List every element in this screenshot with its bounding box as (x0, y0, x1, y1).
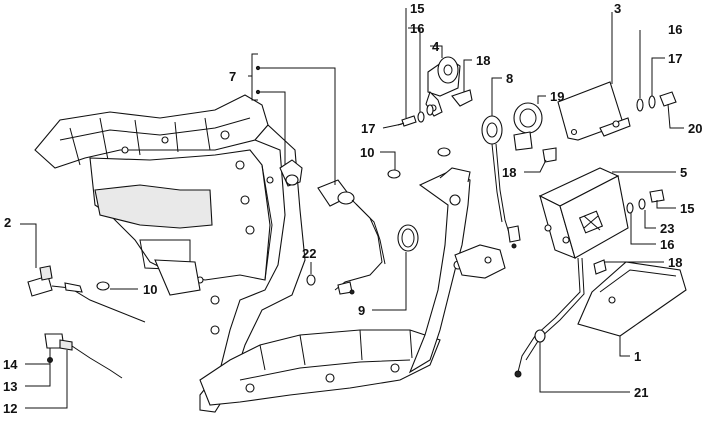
callout-2: 2 (4, 215, 11, 230)
callout-23: 23 (660, 221, 674, 236)
washer (636, 98, 644, 112)
screw-and-washers (397, 104, 434, 127)
sensor-with-cable (27, 265, 146, 323)
callout-20: 20 (688, 121, 702, 136)
callout-4: 4 (432, 39, 440, 54)
ring-clip (437, 147, 451, 157)
bracket-plate (557, 81, 631, 141)
ring-clip (387, 169, 401, 179)
callout-18: 18 (502, 165, 516, 180)
callout-21: 21 (634, 385, 648, 400)
electronic-control-box (514, 167, 629, 378)
lens-ring (513, 102, 543, 151)
small-clip (593, 259, 607, 275)
screw (659, 91, 677, 107)
leader-lines (20, 8, 684, 409)
callout-10: 10 (360, 145, 374, 160)
callout-22: 22 (302, 246, 316, 261)
washer (534, 329, 546, 343)
callout-16: 16 (410, 21, 424, 36)
small-switch (44, 333, 123, 379)
callout-18: 18 (668, 255, 682, 270)
screw (649, 189, 665, 203)
callout-labels: 2 10 14 13 12 7 22 9 10 17 15 16 4 18 8 … (3, 1, 702, 416)
callout-9: 9 (358, 303, 365, 318)
grommet (397, 224, 419, 252)
callout-10: 10 (143, 282, 157, 297)
small-clip (306, 274, 316, 286)
callout-16: 16 (668, 22, 682, 37)
callout-15: 15 (410, 1, 424, 16)
lamp-sockets (279, 159, 386, 295)
callout-13: 13 (3, 379, 17, 394)
scooter-frame (34, 94, 506, 413)
callout-12: 12 (3, 401, 17, 416)
washer (638, 198, 646, 210)
callout-5: 5 (680, 165, 687, 180)
callout-3: 3 (614, 1, 621, 16)
callout-19: 19 (550, 89, 564, 104)
washer (648, 95, 656, 109)
callout-14: 14 (3, 357, 18, 372)
small-clip (451, 89, 473, 107)
cover-plate (577, 261, 687, 337)
washer (626, 202, 634, 214)
bulb-unit (481, 115, 521, 249)
small-clip (542, 147, 557, 163)
callout-1: 1 (634, 349, 641, 364)
callout-18: 18 (476, 53, 490, 68)
callout-17: 17 (668, 51, 682, 66)
callout-17: 17 (361, 121, 375, 136)
ring-clip (96, 281, 110, 291)
callout-7: 7 (229, 69, 236, 84)
horn (425, 56, 461, 117)
callout-15: 15 (680, 201, 694, 216)
callout-8: 8 (506, 71, 513, 86)
callout-16: 16 (660, 237, 674, 252)
